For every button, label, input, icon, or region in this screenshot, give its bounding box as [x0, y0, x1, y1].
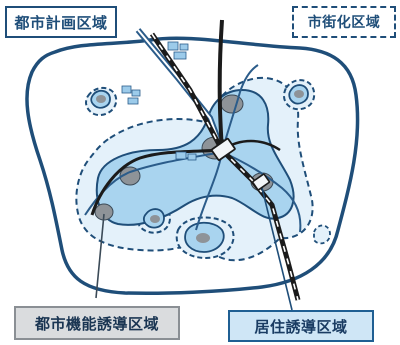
- function-area-small-bottom-left: [150, 215, 160, 223]
- building-cluster-north: [167, 41, 189, 60]
- leader-line-function: [95, 213, 105, 299]
- function-area-small-bottom: [196, 233, 210, 243]
- building-cluster-center: [175, 151, 197, 161]
- station-central: [210, 137, 236, 161]
- function-area-small-left: [96, 95, 106, 103]
- function-area-small-right: [294, 90, 304, 98]
- leader-line-residential: [261, 187, 293, 311]
- road-north: [221, 64, 259, 153]
- label-residential-area: 居住誘導区域: [228, 310, 374, 342]
- label-urbanization-area: 市街化区域: [292, 6, 396, 38]
- function-area-west: [119, 166, 141, 186]
- urbanization-area-enclave-small: [313, 224, 331, 245]
- road-east: [221, 151, 302, 233]
- railway-west: [90, 148, 223, 216]
- label-urban-function-area: 都市機能誘導区域: [14, 306, 180, 340]
- function-area-north: [220, 94, 244, 114]
- railway-north: [217, 19, 224, 151]
- railway-northwest-dash: [151, 33, 223, 151]
- label-city-planning-area: 都市計画区域: [5, 6, 117, 38]
- railway-southeast-dash: [221, 149, 299, 301]
- building-cluster-northeast: [121, 85, 141, 105]
- station-east: [251, 173, 271, 191]
